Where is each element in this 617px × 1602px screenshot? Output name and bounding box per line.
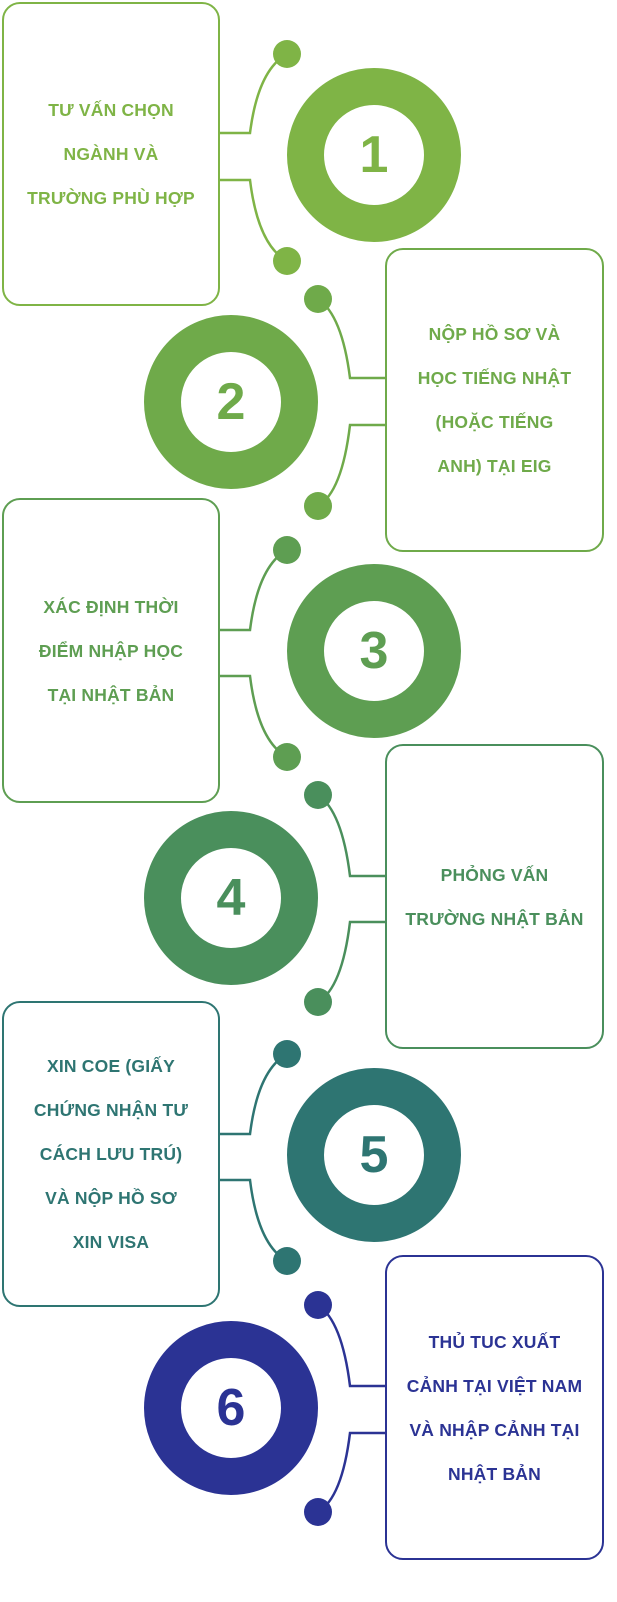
step-6-dot-top (304, 1291, 332, 1319)
connector-line (218, 178, 289, 263)
step-3-box: XÁC ĐỊNH THỜI ĐIỂM NHẬP HỌC TẠI NHẬT BẢN (2, 498, 220, 803)
step-5-circle: 5 (287, 1068, 461, 1242)
connector-line (316, 423, 387, 508)
step-6-box: THỦ TUC XUẤT CẢNH TẠI VIỆT NAM VÀ NHẬP C… (385, 1255, 604, 1560)
step-1-dot-bottom (273, 247, 301, 275)
connector-line (218, 1052, 289, 1136)
step-6-label: THỦ TUC XUẤT CẢNH TẠI VIỆT NAM VÀ NHẬP C… (406, 1331, 583, 1484)
connector-line (316, 297, 387, 380)
connector-line (218, 548, 289, 632)
connector-line (218, 52, 289, 135)
step-1-dot-top (273, 40, 301, 68)
step-3-label: XÁC ĐỊNH THỜI ĐIỂM NHẬP HỌC TẠI NHẬT BẢN (38, 596, 184, 705)
step-5-label: XIN COE (GIẤY CHỨNG NHẬN TƯ CÁCH LƯU TRÚ… (33, 1056, 189, 1252)
step-3-number: 3 (359, 622, 389, 680)
step-6-number: 6 (216, 1379, 246, 1437)
step-3-circle: 3 (287, 564, 461, 738)
step-2-box: NỘP HỒ SƠ VÀ HỌC TIẾNG NHẬT (HOẶC TIẾNG … (385, 248, 604, 552)
step-5-number: 5 (359, 1126, 389, 1184)
step-5-box: XIN COE (GIẤY CHỨNG NHẬN TƯ CÁCH LƯU TRÚ… (2, 1001, 220, 1307)
step-2-dot-bottom (304, 492, 332, 520)
step-3-dot-bottom (273, 743, 301, 771)
step-4-box: PHỎNG VẤN TRƯỜNG NHẬT BẢN (385, 744, 604, 1049)
step-1-number: 1 (359, 126, 389, 184)
connector-line (316, 1431, 387, 1514)
connector-line (316, 920, 387, 1004)
step-2-label: NỘP HỒ SƠ VÀ HỌC TIẾNG NHẬT (HOẶC TIẾNG … (417, 324, 572, 476)
step-4-circle: 4 (144, 811, 318, 985)
step-6-circle: 6 (144, 1321, 318, 1495)
connector-line (316, 793, 387, 878)
step-6-dot-bottom (304, 1498, 332, 1526)
step-1-box: TƯ VẤN CHỌN NGÀNH VÀ TRƯỜNG PHÙ HỢP (2, 2, 220, 306)
step-1-label: TƯ VẤN CHỌN NGÀNH VÀ TRƯỜNG PHÙ HỢP (27, 100, 195, 208)
step-4-dot-bottom (304, 988, 332, 1016)
connector-line (218, 674, 289, 759)
step-2-dot-top (304, 285, 332, 313)
step-2-circle: 2 (144, 315, 318, 489)
step-3-dot-top (273, 536, 301, 564)
connector-line (218, 1178, 289, 1263)
connector-line (316, 1303, 387, 1388)
step-4-label: PHỎNG VẤN TRƯỜNG NHẬT BẢN (405, 864, 584, 929)
step-2-number: 2 (216, 373, 246, 431)
step-1-circle: 1 (287, 68, 461, 242)
step-4-dot-top (304, 781, 332, 809)
step-4-number: 4 (216, 869, 246, 927)
step-5-dot-top (273, 1040, 301, 1068)
step-5-dot-bottom (273, 1247, 301, 1275)
